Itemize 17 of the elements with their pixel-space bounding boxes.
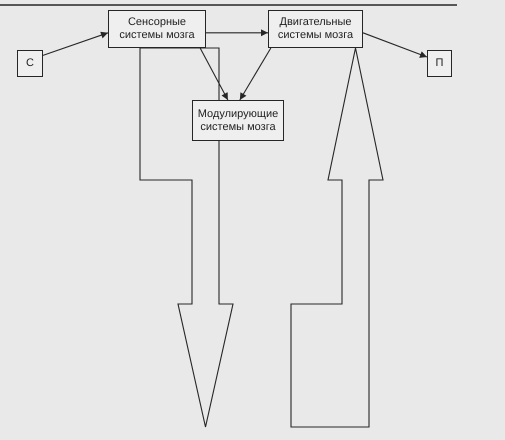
box-label: П	[436, 57, 444, 70]
arrow	[42, 32, 108, 56]
process-box	[268, 10, 363, 48]
box-label: Сенсорные системы мозга	[118, 16, 196, 42]
block-arrow	[139, 47, 234, 428]
box-label: Модулирующие системы мозга	[196, 108, 280, 134]
block-arrow	[290, 47, 384, 428]
box-label: Двигательные системы мозга	[276, 16, 354, 42]
arrow	[206, 29, 268, 36]
arrow	[200, 48, 228, 100]
box-label: С	[26, 57, 34, 70]
arrow	[362, 32, 428, 58]
process-box	[108, 10, 206, 48]
process-box	[427, 50, 452, 77]
process-box	[17, 50, 43, 77]
arrow	[239, 48, 272, 100]
process-box	[192, 100, 284, 141]
